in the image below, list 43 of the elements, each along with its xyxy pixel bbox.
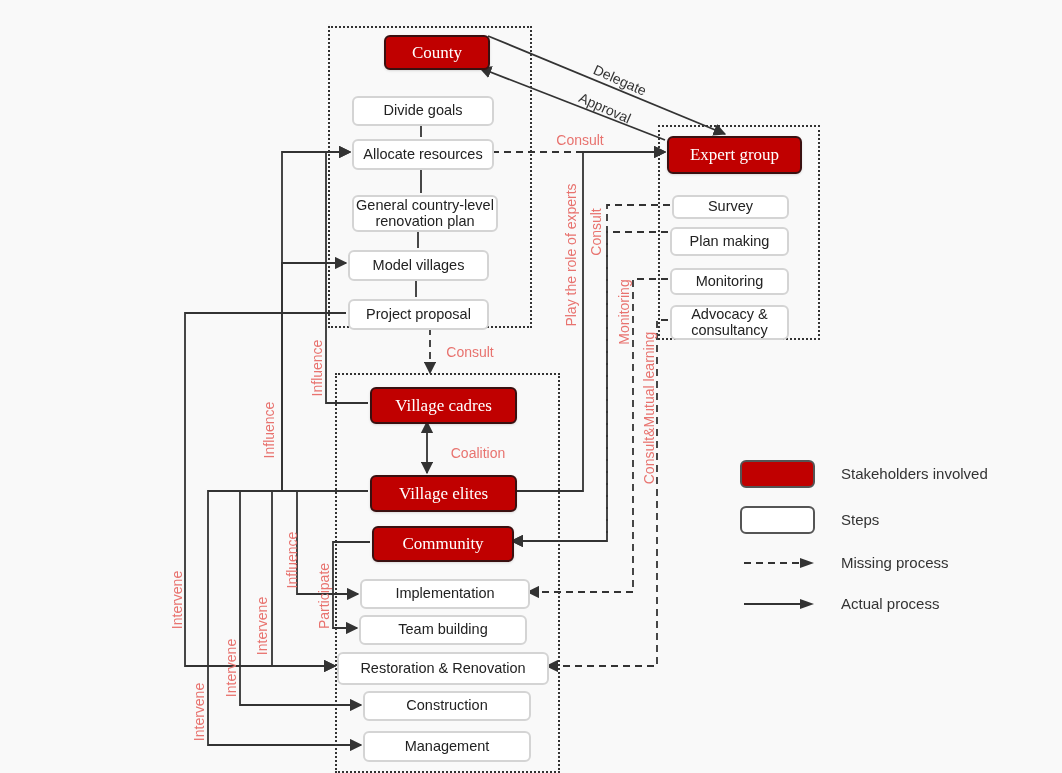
- dotted-group-frame: [658, 125, 820, 340]
- edge-label: Intervene: [224, 638, 238, 698]
- edge-label: Consult: [556, 133, 604, 147]
- edge-label: Influence: [285, 531, 299, 589]
- edge-label: Influence: [262, 401, 276, 459]
- step-box: Model villages: [348, 250, 489, 281]
- stakeholder-box: Village elites: [370, 475, 517, 512]
- stakeholder-box: County: [384, 35, 490, 70]
- dashed-arrow: [423, 327, 437, 375]
- step-box: Divide goals: [352, 96, 494, 126]
- edge-label: Consult: [589, 208, 603, 256]
- step-box: Advocacy & consultancy: [670, 305, 789, 340]
- step-box: Construction: [363, 691, 531, 721]
- stakeholder-box: Community: [372, 526, 514, 562]
- dotted-group-frame: [335, 373, 560, 773]
- edge-label: Play the role of experts: [564, 183, 578, 327]
- legend-text: Actual process: [841, 593, 940, 614]
- dotted-group-frame: [328, 26, 532, 328]
- step-box: Team building: [359, 615, 527, 645]
- step-box: Allocate resources: [352, 139, 494, 170]
- arrow: [332, 541, 371, 635]
- step-box: Survey: [672, 195, 789, 219]
- edge-label: Intervene: [192, 682, 206, 742]
- edge-label: Participate: [317, 562, 331, 630]
- edge-label: Intervene: [255, 596, 269, 656]
- edge-label: Intervene: [170, 570, 184, 630]
- edge-label: Consult&Mutual learning: [642, 331, 656, 485]
- step-box: General country-level renovation plan: [352, 195, 498, 232]
- legend-text: Stakeholders involved: [841, 463, 988, 484]
- step-box: Plan making: [670, 227, 789, 256]
- edge-label: Monitoring: [617, 279, 631, 345]
- step-box: Monitoring: [670, 268, 789, 295]
- step-box: Implementation: [360, 579, 530, 609]
- legend-text: Missing process: [841, 553, 949, 573]
- edge-label: Coalition: [450, 446, 506, 460]
- stakeholder-box: Expert group: [667, 136, 802, 174]
- stakeholder-box: Village cadres: [370, 387, 517, 424]
- step-box: Restoration & Renovation: [337, 652, 549, 685]
- edge-label: Influence: [310, 339, 324, 397]
- step-box: Management: [363, 731, 531, 762]
- step-box: Project proposal: [348, 299, 489, 330]
- edge-label: Consult: [446, 345, 494, 359]
- legend-text: Steps: [841, 509, 880, 530]
